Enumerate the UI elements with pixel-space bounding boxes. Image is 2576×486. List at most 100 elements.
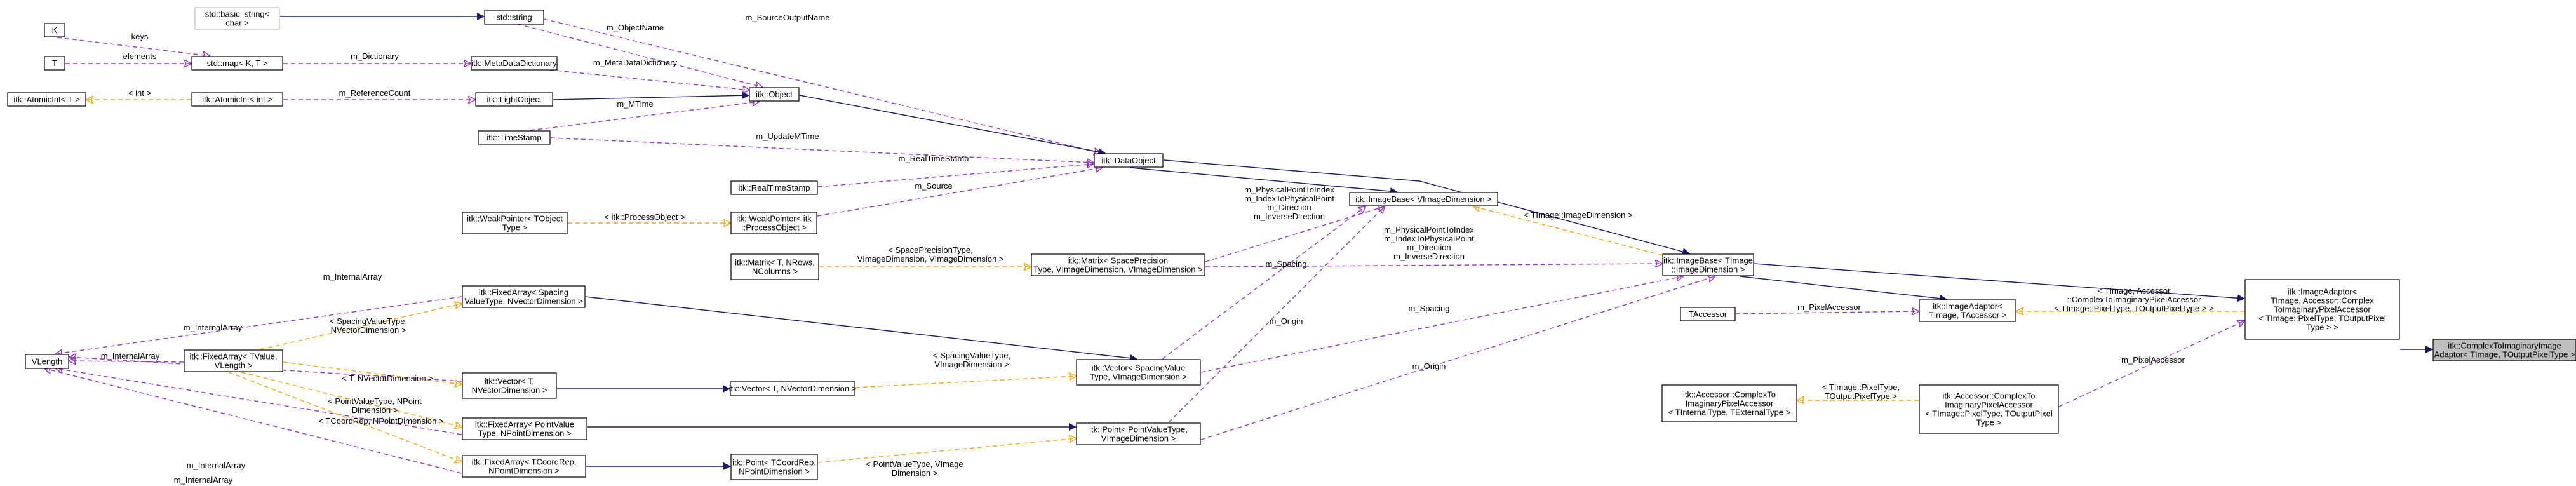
class-node-vector-tnv[interactable]: itk::Vector< T, NVectorDimension > [729, 381, 857, 396]
class-node-label-line: itk::AtomicInt< T > [13, 95, 79, 104]
class-node-imageadaptor-t[interactable]: itk::ImageAdaptor<TImage, TAccessor > [1919, 299, 2016, 322]
class-node-matrix-t[interactable]: itk::Matrix< T, NRows,NColumns > [730, 253, 819, 280]
edge-label-m-internalarray-4: m_InternalArray [187, 461, 246, 470]
class-node-dataobject[interactable]: itk::DataObject [1094, 153, 1164, 168]
edge-label-m-referencecount: m_ReferenceCount [339, 88, 411, 98]
class-node-label: VLength [32, 357, 62, 367]
edge-label-m-internalarray-5: m_InternalArray [174, 475, 233, 485]
class-node-box [749, 87, 800, 102]
class-node-timestamp[interactable]: itk::TimeStamp [478, 130, 551, 145]
class-node-vlength[interactable]: VLength [25, 354, 69, 369]
edge-label-m-source: m_Source [915, 181, 952, 191]
class-node-vector-tn[interactable]: itk::Vector< T,NVectorDimension > [462, 372, 557, 399]
edge-label-line: elements [123, 51, 157, 61]
class-node-label-line: itk::ImageBase< TImage [1663, 256, 1753, 266]
class-node-label-line: itk::ImageAdaptor< [1933, 302, 2002, 311]
class-node-label-line: itk::WeakPointer< TObject [467, 214, 563, 224]
edge-label-process-object-tpl: < itk::ProcessObject > [604, 212, 685, 222]
class-node-label-line: T [52, 58, 57, 68]
class-node-label-line: itk::Point< TCoordRep, [732, 458, 816, 468]
class-node-point-tc[interactable]: itk::Point< TCoordRep,NPointDimension > [730, 454, 818, 480]
edge-label-line: m_Origin [1412, 361, 1446, 371]
class-node-imagebase-t[interactable]: itk::ImageBase< TImage::ImageDimension > [1662, 253, 1754, 276]
class-node-box [462, 455, 586, 478]
class-node-atomicint-t[interactable]: itk::AtomicInt< T > [7, 92, 86, 107]
class-node-std-map[interactable]: std::map< K, T > [191, 56, 283, 71]
class-node-label-line: NPointDimension > [488, 466, 560, 476]
class-node-atomicint-int[interactable]: itk::AtomicInt< int > [191, 92, 283, 107]
class-node-label-line: Adaptor< TImage, TOutputPixelType > [2434, 350, 2575, 360]
template-edge-vector-tnv-to-vector-sv [855, 376, 1076, 388]
class-node-box [462, 372, 557, 399]
edge-label-line: < TCoordRep, NPointDimension > [318, 416, 443, 426]
class-node-realtimestamp[interactable]: itk::RealTimeStamp [730, 180, 818, 195]
class-node-k[interactable]: K [44, 23, 65, 37]
class-node-box [462, 285, 586, 308]
edge-label-line: m_Spacing [1408, 304, 1449, 313]
class-node-weakpointer-po[interactable]: itk::WeakPointer< itk::ProcessObject > [730, 212, 817, 234]
class-node-label-line: ImaginaryPixelAccessor [1945, 400, 2033, 410]
class-node-taccessor[interactable]: TAccessor [1680, 307, 1736, 321]
class-node-label-line: TAccessor [1689, 309, 1727, 319]
class-node-label-line: itk::Vector< SpacingValue [1092, 363, 1186, 373]
edge-label-line: ::ComplexToImaginaryPixelAccessor [2067, 295, 2202, 304]
edge-label-m-origin-2: m_Origin [1412, 361, 1446, 371]
class-node-label-line: itk::FixedArray< Spacing [479, 288, 568, 297]
class-node-box [7, 92, 86, 107]
inheritance-edge-dataobject-to-imagebase-t [1163, 159, 1690, 255]
inheritance-edge-imagebase-t-to-imageadaptor-full [1754, 263, 2245, 302]
edge-label-line: VImageDimension, VImageDimension > [857, 254, 1004, 264]
class-node-label-line: itk::ComplexToImaginaryImage [2448, 341, 2561, 351]
class-node-label-line: itk::FixedArray< TCoordRep, [472, 457, 577, 467]
class-node-point-pv[interactable]: itk::Point< PointValueType,VImageDimensi… [1076, 422, 1201, 445]
edge-label-m-metadatadictionary: m_MetaDataDictionary [593, 58, 678, 67]
class-node-imageadaptor-full[interactable]: itk::ImageAdaptor<TImage, Accessor::Comp… [2244, 279, 2400, 340]
class-node-label: itk::AtomicInt< int > [202, 95, 272, 104]
class-node-label-line: itk::ImageAdaptor< [2288, 287, 2357, 297]
class-node-label-line: VImageDimension > [1101, 434, 1176, 443]
class-node-object[interactable]: itk::Object [749, 87, 800, 102]
class-node-lightobject[interactable]: itk::LightObject [475, 92, 553, 107]
template-edge-fixedarray-tv-to-fixedarray-tc [228, 372, 462, 462]
edge-label-line: < SpacingValueType, [330, 316, 407, 326]
edge-label-m-internalarray-2: m_InternalArray [184, 323, 243, 332]
class-node-t[interactable]: T [44, 56, 65, 71]
class-node-fixedarray-tc[interactable]: itk::FixedArray< TCoordRep,NPointDimensi… [462, 455, 586, 478]
class-node-label-line: itk::Matrix< SpacePrecision [1068, 256, 1168, 266]
class-node-std-string[interactable]: std::string [484, 10, 544, 25]
edge-label-line: m_Source [915, 181, 952, 191]
template-edge-point-tc-to-point-pv [817, 438, 1076, 463]
class-node-label-line: Type > [502, 223, 527, 233]
class-node-basic-string[interactable]: std::basic_string<char > [194, 7, 280, 30]
class-node-label: itk::DataObject [1101, 156, 1156, 165]
class-node-box [730, 253, 819, 280]
class-node-fixedarray-tv[interactable]: itk::FixedArray< TValue,VLength > [184, 349, 283, 372]
class-node-imagebase-v[interactable]: itk::ImageBase< VImageDimension > [1349, 192, 1498, 206]
edge-label-line: m_InternalArray [187, 461, 246, 470]
class-node-label-line: itk::Object [756, 90, 793, 99]
class-node-label-line: < TImage::PixelType, TOutputPixel [1925, 409, 2053, 419]
class-node-label: itk::ImageBase< VImageDimension > [1355, 194, 1492, 204]
edge-label-line: m_Direction [1267, 203, 1311, 212]
class-node-box [471, 56, 558, 71]
edge-label-line: m_MetaDataDictionary [593, 58, 678, 67]
class-node-metadatadictionary[interactable]: itk::MetaDataDictionary [471, 56, 558, 71]
edge-label-line: VImageDimension > [934, 360, 1009, 369]
class-node-box [1031, 253, 1205, 276]
edge-label-accessor-tpl: < TImage::PixelType,TOutputPixelType > [1822, 382, 1900, 401]
edge-label-line: < int > [128, 88, 151, 98]
class-node-label-line: itk::AtomicInt< int > [202, 95, 272, 104]
class-node-label: itk::FixedArray< TValue,VLength > [190, 352, 278, 370]
